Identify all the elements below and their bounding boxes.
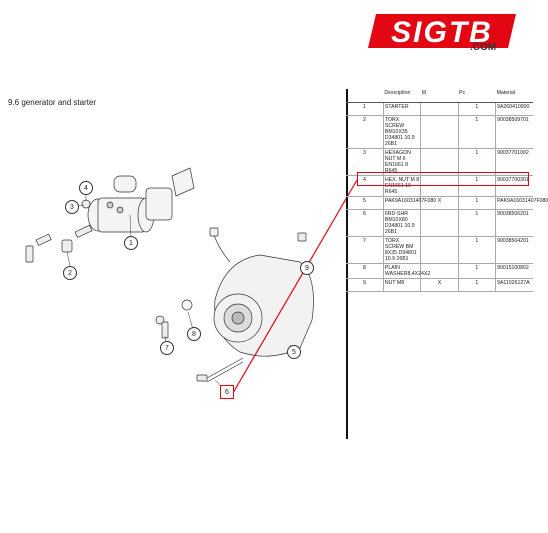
exploded-diagram	[25, 167, 358, 394]
row-m	[420, 236, 459, 264]
row-pc: 1	[458, 196, 497, 210]
row-description: NUT M8	[383, 278, 422, 292]
row-m	[420, 102, 459, 116]
generator-drawing	[209, 227, 314, 357]
row-num: 8	[346, 263, 384, 279]
row-material: 9A260410900	[495, 102, 533, 116]
row-num: 5	[346, 196, 384, 210]
col-header-num	[346, 89, 384, 103]
bolts-drawing	[25, 199, 307, 383]
row-pc: 1	[458, 278, 497, 292]
row-num: 1	[346, 102, 384, 116]
row-pc: 1	[458, 115, 497, 149]
row-m: X	[420, 278, 459, 292]
callout-7[interactable]: 7	[160, 341, 174, 355]
row-pc: 1	[458, 209, 497, 237]
callout-4[interactable]: 4	[79, 181, 93, 195]
logo-text: SIGTB	[391, 16, 493, 49]
row-pc: 1	[458, 263, 497, 279]
callout-9[interactable]: 9	[300, 261, 314, 275]
row-m	[420, 209, 459, 237]
col-header-material: Material	[495, 89, 533, 103]
row-material: 90038506201	[495, 209, 533, 237]
row-material: 90015100802	[495, 263, 533, 279]
row-material: PAK9A16031407F080	[495, 196, 548, 210]
row-description: STARTER	[383, 102, 422, 116]
callout-2[interactable]: 2	[63, 266, 77, 280]
callout-1[interactable]: 1	[124, 236, 138, 250]
row-pc: 1	[458, 102, 497, 116]
brand-logo[interactable]: SIGTB	[368, 12, 518, 56]
callout-8[interactable]: 8	[187, 327, 201, 341]
col-header-pc: Pc	[458, 89, 496, 103]
row-num: 7	[346, 236, 384, 264]
row-pc: 1	[458, 148, 497, 176]
highlight-connector	[232, 179, 358, 394]
row-num: 3	[346, 148, 384, 176]
callout-6[interactable]: 6	[220, 385, 234, 399]
starter-drawing	[87, 167, 195, 233]
row-material: 90038504201	[495, 236, 533, 264]
row-m	[420, 115, 459, 149]
row-description: TORX SCREW BM10X35 D34801 10.9 26B1	[383, 115, 422, 149]
row-material: 90038509701	[495, 115, 533, 149]
row-num: 6	[346, 209, 384, 237]
row-description: PLAIN WASHER8,4X24X2	[383, 263, 431, 279]
col-header-description: Description	[383, 89, 421, 103]
row-material: 9A11026127A	[495, 278, 533, 292]
row-description: 6RD-SHR BM10X80 D34801 10.9 26B1	[383, 209, 422, 237]
row-m: X	[420, 196, 459, 210]
section-title: 9.6 generator and starter	[8, 98, 97, 107]
logo-domain: .COM	[470, 42, 497, 53]
callout-5[interactable]: 5	[287, 345, 301, 359]
table-header-row: Description M Pc Material	[346, 89, 533, 103]
row-num: 2	[346, 115, 384, 149]
row-description: HEXAGON NUT M 6 EN1661 8 R645	[383, 148, 422, 176]
row-description: PAK9A16031407F080	[383, 196, 436, 210]
row-num: 9	[346, 278, 384, 292]
selected-row-highlight	[357, 172, 529, 186]
row-pc: 1	[458, 236, 497, 264]
row-m	[420, 263, 459, 279]
col-header-m: M	[420, 89, 459, 103]
row-m	[420, 148, 459, 176]
row-material: 90037701002	[495, 148, 533, 176]
row-description: TORX SCREW BM 8X35 D34801 10.9 26B1	[383, 236, 422, 264]
callout-3[interactable]: 3	[65, 200, 79, 214]
